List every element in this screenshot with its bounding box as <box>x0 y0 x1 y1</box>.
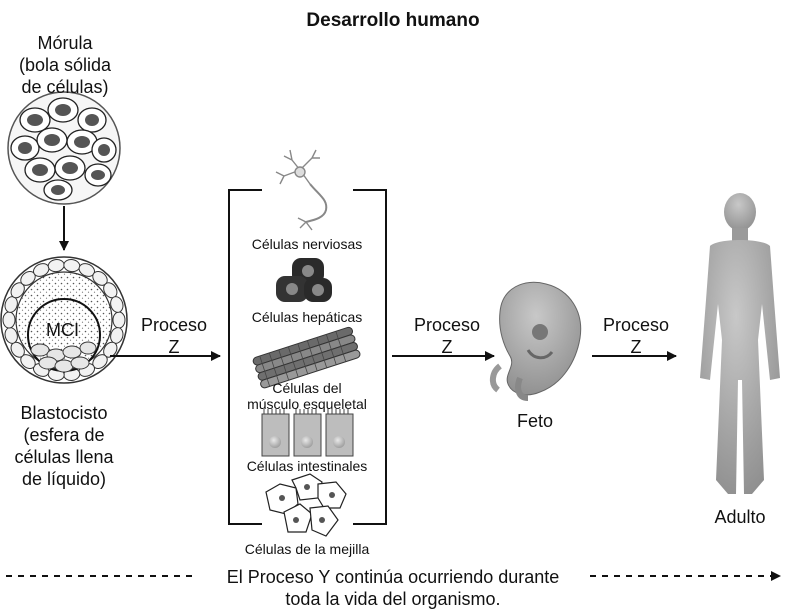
left-bracket <box>228 189 262 525</box>
blastocyst-illustration <box>0 256 128 384</box>
adult-illustration <box>700 193 780 494</box>
process-y-caption: El Proceso Y continúa ocurriendo durante… <box>226 567 560 609</box>
cheek-cells-label: Células de la mejilla <box>244 541 370 557</box>
morula-illustration <box>7 91 121 205</box>
adult-label: Adulto <box>714 507 766 527</box>
blastocyst-outer-cell <box>2 311 16 329</box>
blastocyst-outer-cell <box>110 296 124 313</box>
diagram-title: Desarrollo humano <box>306 10 480 31</box>
fetus-illustration <box>490 281 582 401</box>
mci-label: MCI <box>46 320 79 340</box>
cheek-cells-icon <box>265 473 347 537</box>
nerve-cell-icon <box>275 149 328 231</box>
liver-cells-icon <box>276 258 332 302</box>
liver-cells-label: Células hepáticas <box>251 309 363 325</box>
nerve-cells-label: Células nerviosas <box>251 236 363 252</box>
muscle-fibers-icon <box>252 326 361 389</box>
intestinal-cells-label: Células intestinales <box>246 458 368 474</box>
fetus-label: Feto <box>516 411 554 431</box>
blastocyst-outer-cell <box>112 311 126 329</box>
right-bracket <box>353 189 387 525</box>
intestinal-cells-icon <box>261 409 354 457</box>
